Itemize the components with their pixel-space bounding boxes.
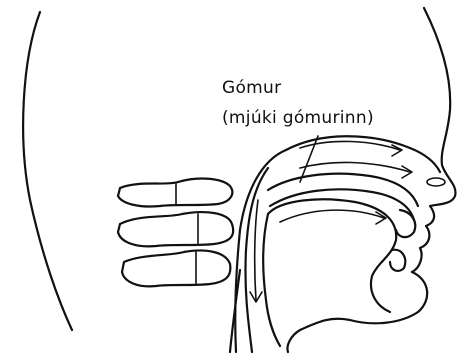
vertebra-1 [118, 179, 232, 207]
nostril [427, 178, 445, 186]
nasal-arrow-2 [300, 162, 410, 172]
oral-arrow [280, 210, 384, 222]
label-soft-palate: (mjúki gómurinn) [222, 108, 374, 128]
tongue-root [263, 214, 280, 346]
face-profile [412, 8, 455, 272]
vertebra-2 [118, 212, 233, 246]
airway-arrow [255, 200, 258, 300]
lower-teeth [390, 250, 405, 271]
nasal-arrowhead-2 [402, 166, 412, 178]
palate-lower [270, 189, 414, 220]
vertebra-3 [122, 251, 230, 287]
label-palate: Gómur [222, 78, 281, 98]
skull-outline [23, 12, 72, 330]
jaw-outline [288, 272, 428, 352]
nasal-arrowhead [392, 145, 402, 156]
